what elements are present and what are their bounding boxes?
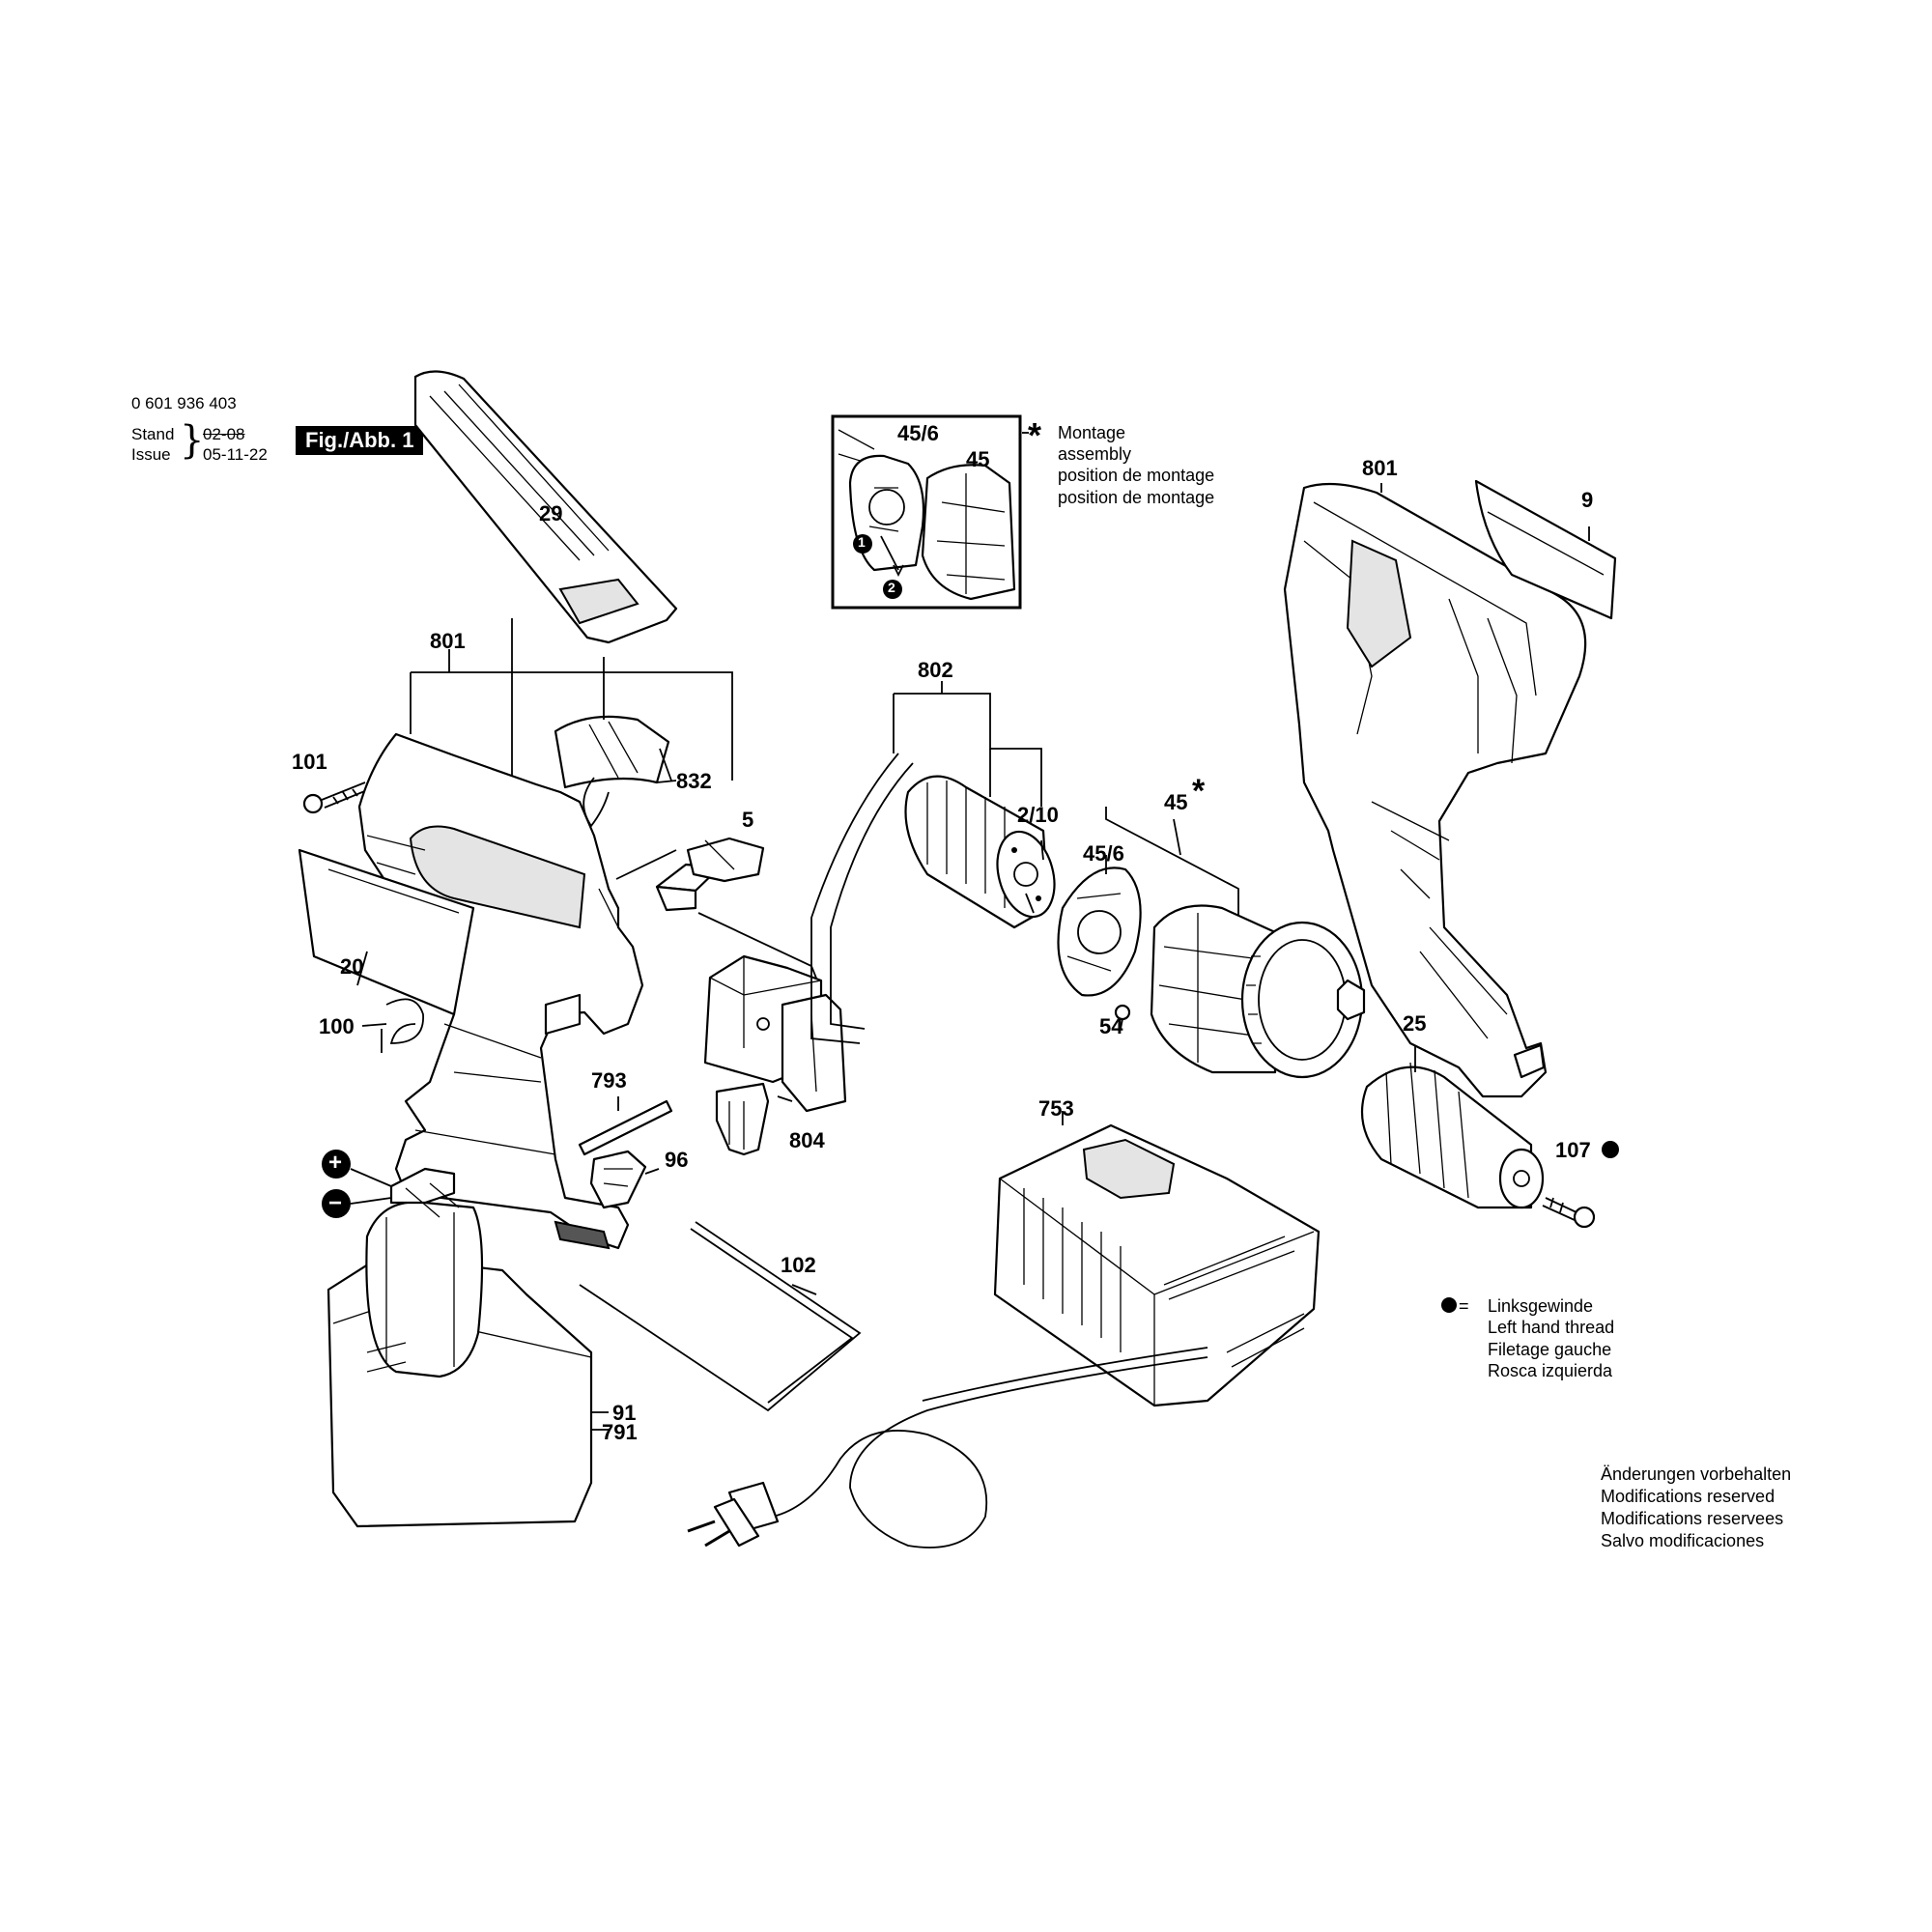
label-54: 54 [1099,1014,1123,1038]
part-107-screw [1542,1197,1596,1229]
label-5: 5 [742,808,754,832]
label-45-6: 45/6 [1083,841,1124,866]
label-101: 101 [292,750,327,774]
motor-cable [810,753,899,1044]
part-5-slide [655,837,765,912]
assembly-note-line-3: position de montage [1058,466,1215,485]
label-802: 802 [918,658,953,682]
assembly-note-star: * [1028,415,1042,455]
step-2-badge [883,580,902,599]
label-804: 804 [789,1128,825,1152]
reserve-note-line-1: Änderungen vorbehalten [1601,1464,1792,1484]
label-91: 91 [612,1401,637,1425]
leader-terminals [350,1168,392,1205]
label-100: 100 [319,1014,355,1038]
leader-100 [361,1023,387,1027]
part-832-switch-cover [554,715,670,828]
thread-note-line-2: Left hand thread [1488,1318,1615,1337]
assembly-note-line-4: position de montage [1058,488,1215,507]
assembly-inset [831,414,1022,610]
label-102: 102 [781,1253,816,1277]
inset-label-45: 45 [966,447,990,471]
leader-832 [603,657,677,783]
charger-cord [743,1356,1208,1548]
stand-label: Stand [131,425,175,443]
leader-802 [941,681,991,797]
reserve-note-line-2: Modifications reserved [1601,1487,1776,1506]
part-804-switch [703,954,847,1156]
reserve-note-line-4: Salvo modificaciones [1601,1531,1765,1550]
label-107: 107 [1555,1138,1591,1162]
label-832: 832 [676,769,712,793]
reserve-note-line-3: Modifications reservees [1601,1509,1784,1528]
part-9-label [1474,479,1617,620]
label-753: 753 [1038,1096,1074,1121]
leader-96 [644,1168,660,1175]
leader-2-10 [1040,839,1044,861]
label-minus: − [328,1190,343,1216]
label-25: 25 [1403,1011,1427,1036]
part-802-motor [904,775,1056,929]
header-brace: } [180,418,205,463]
label-20: 20 [340,954,364,979]
part-number: 0 601 936 403 [131,394,237,412]
bracket-801-left [410,671,733,781]
part-753-charger [993,1123,1321,1407]
leader-91 [591,1411,609,1431]
part-801-housing-right [1283,482,1587,1098]
thread-note-symbol: = [1459,1296,1469,1316]
part-45-gearbox [1150,904,1366,1079]
plus-terminal [322,1150,351,1179]
part-101-screw [302,781,368,814]
part-91-battery-pack [327,1167,593,1528]
minus-terminal [322,1189,351,1218]
issue-label: Issue [131,445,171,464]
step-1-badge [853,534,872,554]
issue-value: 05-11-22 [203,445,268,464]
label-801-right: 801 [1362,456,1398,480]
motor-cable-2 [830,762,914,1030]
thread-note-line-4: Rosca izquierda [1488,1361,1613,1380]
leader-5-a [615,849,677,880]
label-96: 96 [665,1148,689,1172]
label-plus: + [328,1150,343,1176]
label-793: 793 [591,1068,627,1093]
part-20-label [298,848,475,1016]
leader-45 [1173,818,1181,856]
label-9: 9 [1581,488,1594,512]
figure-label: Fig./Abb. 1 [296,426,424,455]
label-45: 45 [1164,790,1188,814]
thread-note-line-3: Filetage gauche [1488,1340,1612,1359]
charger-plug [687,1481,780,1548]
bracket-45 [1105,807,1239,923]
part-45-6-gear-plate [1057,867,1142,997]
label-29: 29 [539,501,563,526]
part-100-clip [381,998,424,1053]
leader-20 [356,951,368,986]
inset-label-45-6: 45/6 [897,421,939,445]
assembly-note-line-1: Montage [1058,423,1126,442]
part-29-top-cover [413,370,678,644]
part-25-chuck [1360,1062,1545,1209]
assembly-note-line-2: assembly [1058,444,1132,464]
thread-note-line-1: Linksgewinde [1488,1296,1594,1316]
label-801-left: 801 [430,629,466,653]
inset-step-1: 1 [858,534,866,550]
part-102-rod [579,1221,862,1412]
label-791: 791 [602,1420,638,1444]
part-107-dot [1602,1141,1619,1158]
stand-value: 02-08 [203,425,245,443]
charger-cord-2 [922,1347,1208,1402]
thread-note-dot [1441,1297,1457,1313]
leader-102 [791,1284,817,1295]
part-793-bit [578,1099,673,1156]
part-54-screw [1114,1004,1131,1030]
part-801-housing-left [357,732,644,1250]
part-96-clip [589,1150,647,1209]
inset-step-2: 2 [888,580,895,595]
label-2-10: 2/10 [1017,803,1059,827]
label-45-star: * [1192,773,1206,810]
